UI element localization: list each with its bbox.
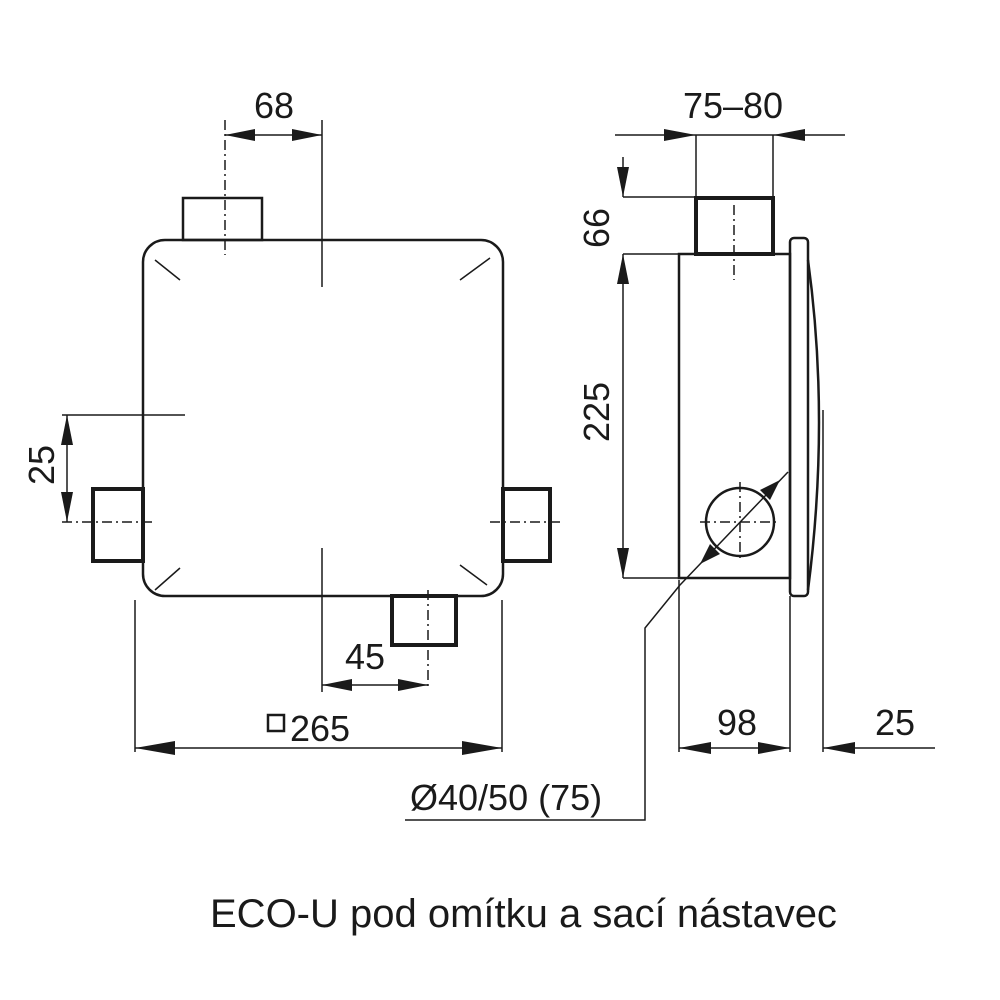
dim-label-diameter: Ø40/50 (75) [410, 777, 602, 818]
dim-label-25-cover: 25 [875, 702, 915, 743]
square-symbol-icon [266, 713, 286, 733]
dim-label-45: 45 [345, 636, 385, 677]
dim-label-265: 265 [290, 708, 350, 749]
bottom-port [390, 594, 458, 647]
dimension-68: 68 [225, 85, 322, 141]
unit-body [141, 238, 505, 598]
left-port [91, 487, 145, 563]
dimension-98: 98 [679, 702, 790, 754]
dim-label-25-left: 25 [21, 445, 62, 485]
dimension-225: 225 [576, 254, 629, 578]
side-view: 75–80 66 225 Ø40/50 (75) 98 [405, 85, 935, 821]
dim-label-225: 225 [576, 382, 617, 442]
dimension-75-80: 75–80 [615, 85, 845, 141]
dimension-265: 265 [135, 708, 502, 755]
cover-plate [788, 236, 810, 598]
dim-label-68: 68 [254, 85, 294, 126]
dimension-diameter: Ø40/50 (75) [405, 471, 789, 821]
right-port [501, 487, 552, 563]
dim-label-98: 98 [717, 702, 757, 743]
dimension-25-cover: 25 [823, 702, 935, 754]
dim-label-66: 66 [576, 208, 617, 248]
dimension-25-left: 25 [21, 415, 73, 522]
front-view: 68 25 45 265 [21, 85, 562, 755]
corner-marks [154, 257, 491, 591]
extension-lines [623, 135, 824, 752]
top-port [181, 196, 264, 242]
dimension-45: 45 [322, 636, 428, 691]
centerlines [62, 120, 562, 752]
caption: ECO-U pod omítku a sací nástavec [210, 892, 837, 936]
cover-curve [806, 259, 821, 591]
dim-label-75-80: 75–80 [683, 85, 783, 126]
dimension-66: 66 [576, 157, 629, 284]
